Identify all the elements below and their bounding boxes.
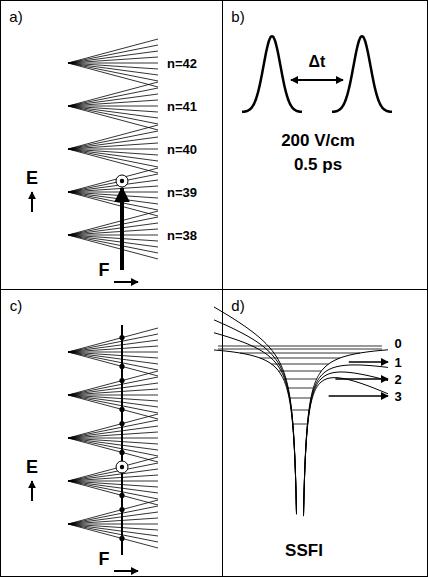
figure-label: n=42	[167, 57, 197, 70]
figure-label: n=40	[167, 143, 197, 156]
ramp-path	[116, 325, 128, 555]
panel-letter: a)	[9, 9, 22, 24]
figure-label: n=39	[167, 186, 197, 199]
panel-letter: b)	[231, 9, 244, 24]
coulomb-potential	[214, 307, 388, 516]
figure-label: n=38	[167, 229, 197, 242]
figure-label: 1	[394, 356, 401, 369]
excitation-arrow	[116, 175, 128, 270]
figure-label: 0	[394, 337, 401, 350]
figure-label: 0.5 ps	[294, 156, 342, 173]
figure-label: n=41	[167, 100, 197, 113]
figure-label: E	[26, 169, 38, 187]
panel-letter: c)	[10, 298, 23, 313]
figure-panel: a) n=42 n=41 n=40 n=39 n=38 E F	[0, 0, 223, 290]
figure-label: 3	[394, 390, 401, 403]
stark-manifolds	[68, 328, 158, 548]
figure-label: 200 V/cm	[281, 132, 355, 149]
figure-panel: d) 0 1 2 3SSFI	[222, 289, 428, 577]
field-pulses	[242, 36, 392, 112]
figure-panel: c) E F	[0, 289, 223, 577]
figure-panel: b) Δt 200 V/cm 0.5 ps	[222, 0, 428, 290]
figure-label: E	[26, 458, 38, 476]
stark-manifolds	[68, 39, 158, 259]
figure-label: F	[99, 550, 110, 568]
figure-label: 2	[394, 373, 401, 386]
figure-label: F	[99, 261, 110, 279]
figure-label: Δt	[309, 54, 326, 70]
figure-label: SSFI	[285, 542, 323, 559]
panel-letter: d)	[231, 298, 244, 313]
